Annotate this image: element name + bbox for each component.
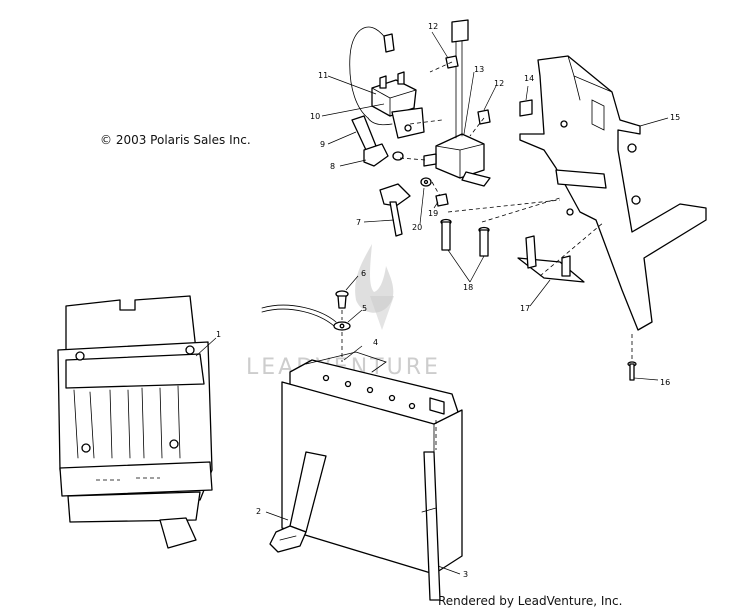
callout-13: 13 [474,65,484,74]
callout-14: 14 [524,74,534,83]
part-12-nut-right [477,109,491,125]
part-17-bracket [517,235,585,283]
part-15-mounting-plate [519,55,707,331]
rendered-by-notice: Rendered by LeadVenture, Inc. [438,594,623,608]
callout-3: 3 [463,570,468,579]
callout-5: 5 [362,304,367,313]
part-20-washer [420,177,432,187]
callout-6: 6 [361,269,366,278]
part-18-bolts [440,218,490,257]
part-2-strap [269,451,327,553]
part-6-screw [335,290,349,309]
callout-9: 9 [320,140,325,149]
part-13-solenoid [423,19,491,187]
callout-16: 16 [660,378,670,387]
callout-1: 1 [216,330,221,339]
part-8-boot [351,115,404,167]
callout-2: 2 [256,507,261,516]
part-16-rivet [627,361,637,381]
callout-4: 4 [373,338,378,347]
part-9-wire-harness [349,26,395,126]
callout-12-right: 12 [494,79,504,88]
callout-11: 11 [318,71,328,80]
callout-17: 17 [520,304,530,313]
part-19-nut [435,193,449,207]
callout-19: 19 [428,209,438,218]
part-1-battery-box [57,295,213,549]
part-10-mounting-bracket [391,107,425,139]
callout-10: 10 [310,112,320,121]
callout-18: 18 [463,283,473,292]
part-3-cable [421,451,441,601]
part-7-cap [379,183,411,237]
part-5-ring-terminal [261,304,351,331]
callout-15: 15 [670,113,680,122]
callout-12-left: 12 [428,22,438,31]
callout-20: 20 [412,223,422,232]
callout-8: 8 [330,162,335,171]
part-4-battery [281,351,463,575]
copyright-notice: © 2003 Polaris Sales Inc. [100,133,251,147]
watermark-logo [355,244,394,330]
part-14-spacer [519,99,533,117]
callout-7: 7 [356,218,361,227]
